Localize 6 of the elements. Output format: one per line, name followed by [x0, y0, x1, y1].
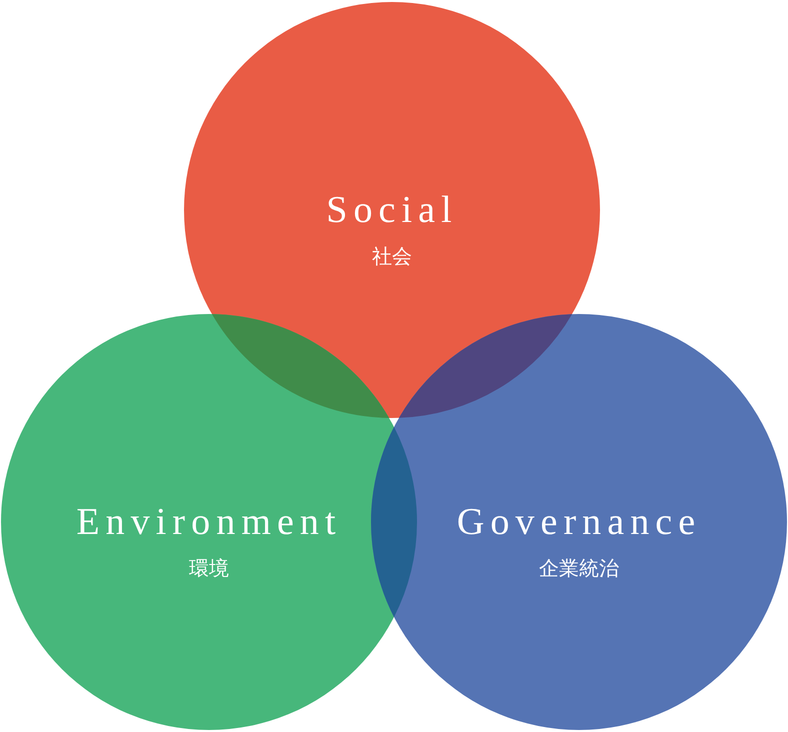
circle-title: Governance [456, 500, 702, 545]
circle-subtitle: 社会 [372, 243, 412, 270]
circle-title: Environment [76, 500, 342, 545]
circle-subtitle: 環境 [189, 555, 229, 582]
circle-title: Social [326, 188, 458, 233]
circle-subtitle: 企業統治 [539, 555, 619, 582]
